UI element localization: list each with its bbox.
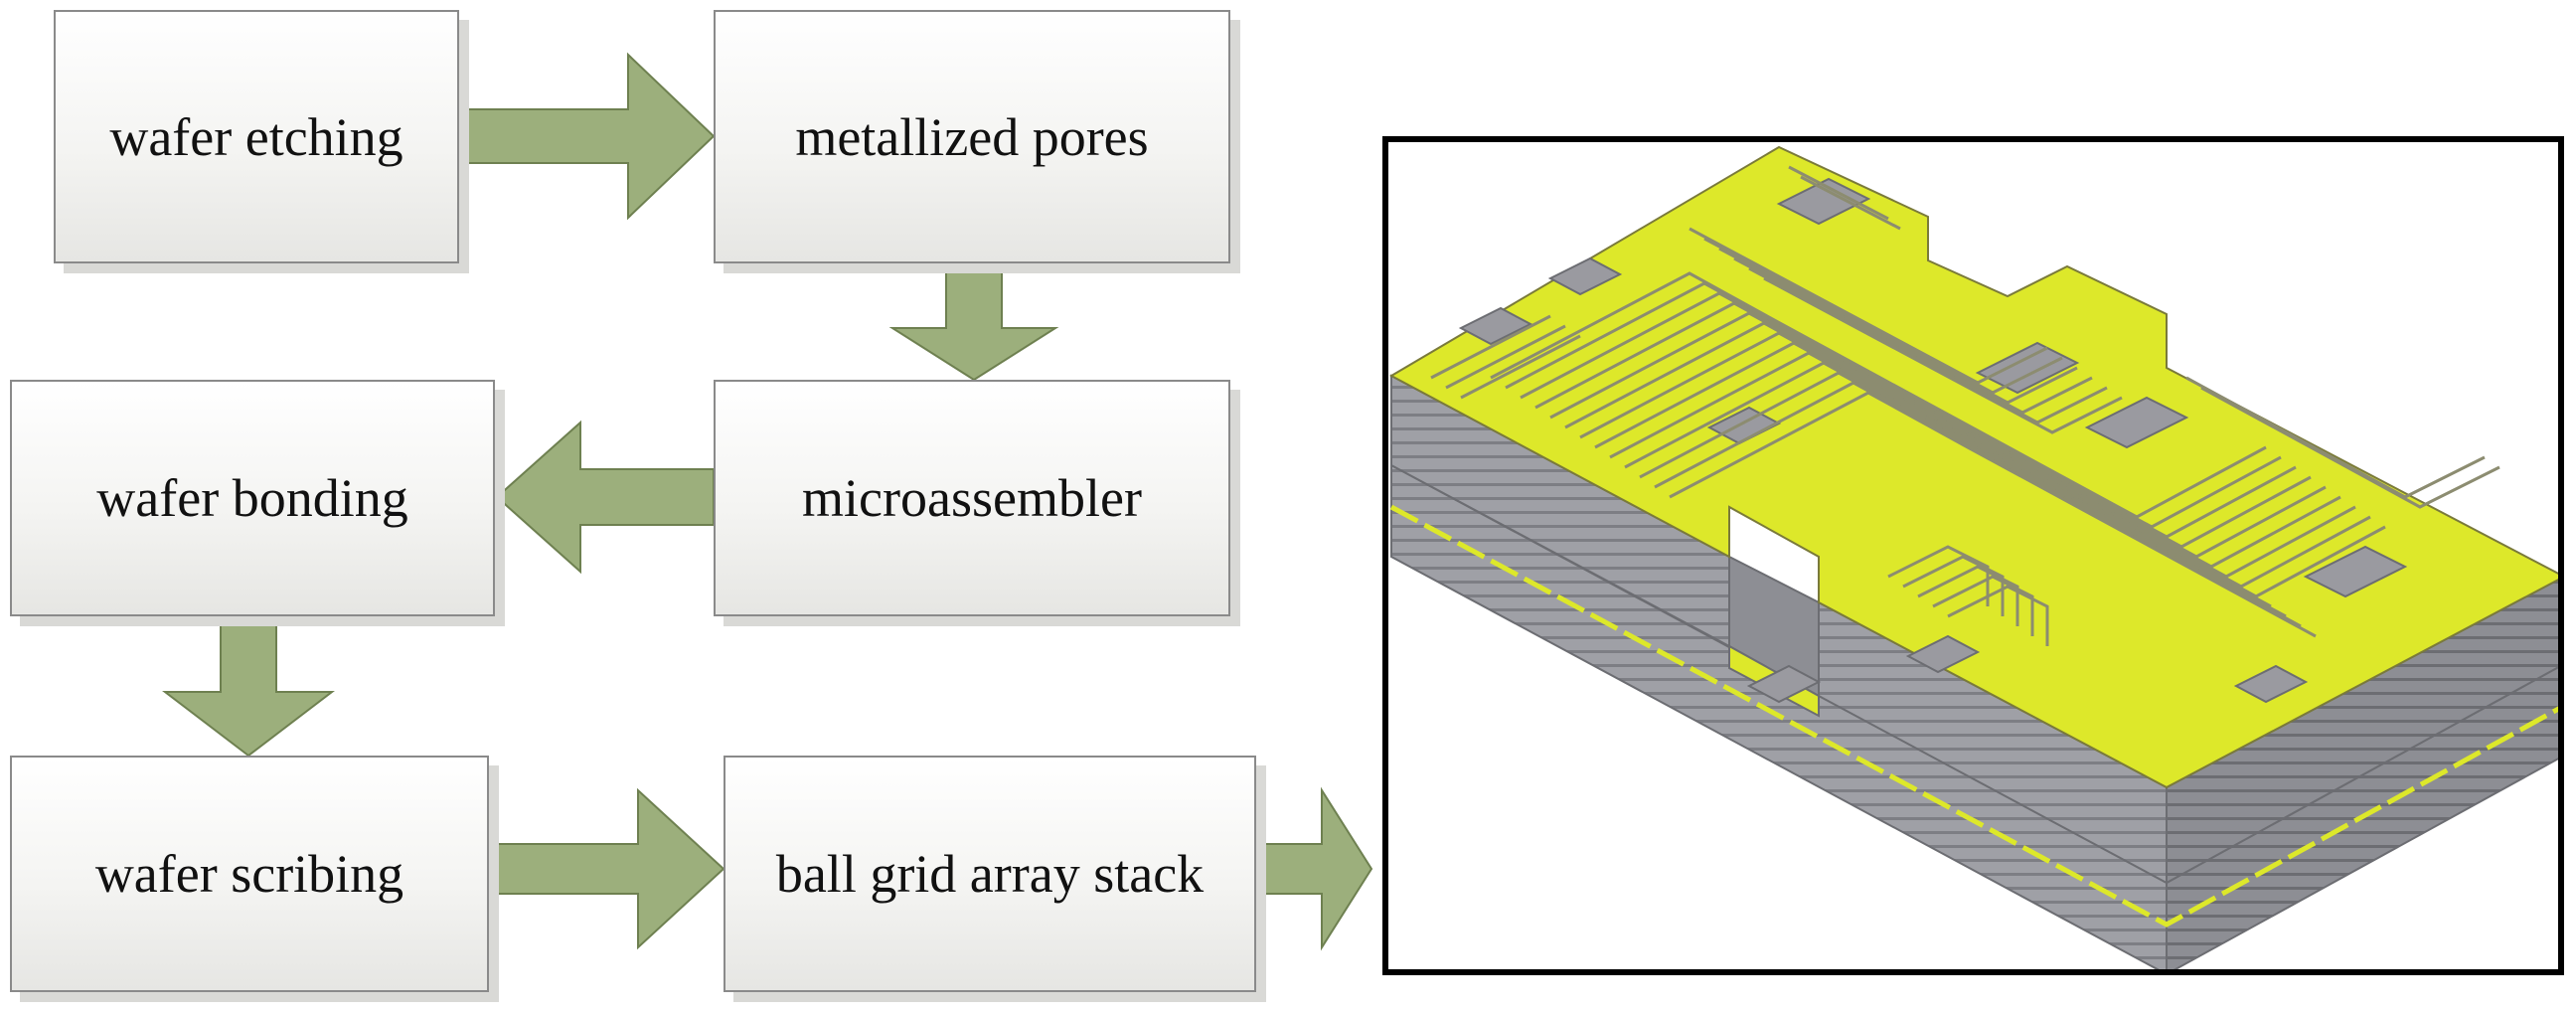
arrow-etching-to-pores	[454, 52, 716, 221]
step-label: microassembler	[802, 468, 1142, 528]
arrow-microassembler-to-bonding	[495, 420, 715, 575]
step-box-wafer-scribing: wafer scribing	[10, 756, 489, 992]
step-box-microassembler: microassembler	[714, 380, 1230, 616]
arrow-bonding-to-scribing	[162, 612, 335, 758]
step-box-metallized-pores: metallized pores	[714, 10, 1230, 263]
chip-image-frame	[1382, 136, 2564, 975]
step-label: wafer scribing	[94, 844, 404, 904]
step-label: metallized pores	[795, 106, 1149, 167]
step-box-ball-grid-array-stack: ball grid array stack	[724, 756, 1256, 992]
step-label: wafer bonding	[96, 468, 408, 528]
arrow-bga-to-chip	[1257, 786, 1373, 951]
chip-top-face	[1388, 145, 2561, 789]
arrow-pores-to-microassembler	[888, 261, 1059, 382]
step-box-wafer-bonding: wafer bonding	[10, 380, 495, 616]
step-label: wafer etching	[109, 106, 403, 167]
arrow-scribing-to-bga	[488, 787, 725, 950]
step-label: ball grid array stack	[775, 844, 1205, 904]
routing-traces	[1430, 165, 2500, 646]
step-box-wafer-etching: wafer etching	[54, 10, 459, 263]
